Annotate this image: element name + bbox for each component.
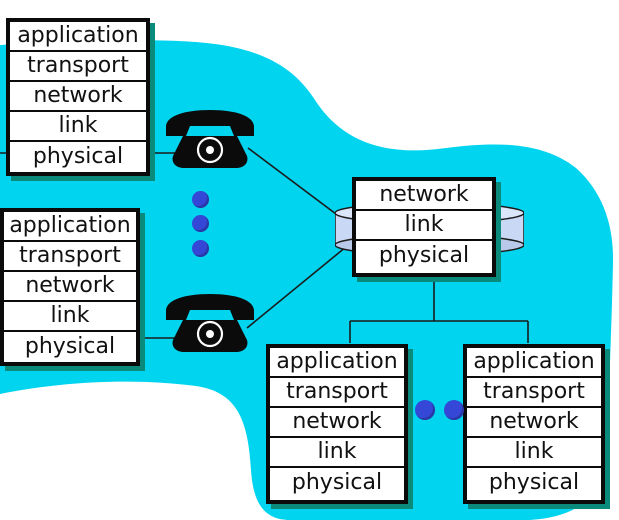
layer-link: link xyxy=(270,438,404,468)
layer-link: link xyxy=(4,302,136,332)
layer-application: application xyxy=(10,22,146,52)
layer-link: link xyxy=(356,211,492,241)
layer-network: network xyxy=(467,408,601,438)
layer-link: link xyxy=(467,438,601,468)
layer-network: network xyxy=(270,408,404,438)
host-stack-bottom-center: application transport network link physi… xyxy=(266,344,408,504)
layer-physical: physical xyxy=(270,468,404,498)
host-stack-bottom-right: application transport network link physi… xyxy=(463,344,605,504)
layer-transport: transport xyxy=(10,52,146,82)
layer-link: link xyxy=(10,112,146,142)
layer-transport: transport xyxy=(4,242,136,272)
layer-physical: physical xyxy=(4,332,136,362)
ellipsis-dot-icon xyxy=(415,400,435,420)
host-stack-top-left: application transport network link physi… xyxy=(6,18,150,176)
telephone-icon xyxy=(166,110,254,168)
layer-physical: physical xyxy=(10,142,146,172)
layer-application: application xyxy=(270,348,404,378)
layer-application: application xyxy=(467,348,601,378)
layer-network: network xyxy=(356,181,492,211)
layer-application: application xyxy=(4,212,136,242)
layer-transport: transport xyxy=(270,378,404,408)
layer-network: network xyxy=(10,82,146,112)
telephone-icon xyxy=(166,294,254,352)
ellipsis-dot-icon xyxy=(444,400,464,420)
phone-bottom-to-router-line xyxy=(246,241,353,329)
layer-transport: transport xyxy=(467,378,601,408)
ellipsis-dot-icon xyxy=(192,215,209,232)
ellipsis-dot-icon xyxy=(192,240,209,257)
layer-physical: physical xyxy=(356,241,492,271)
ellipsis-dot-icon xyxy=(192,191,209,208)
host-stack-middle-left: application transport network link physi… xyxy=(0,208,140,366)
layer-network: network xyxy=(4,272,136,302)
router-stack: network link physical xyxy=(352,177,496,277)
layer-physical: physical xyxy=(467,468,601,498)
